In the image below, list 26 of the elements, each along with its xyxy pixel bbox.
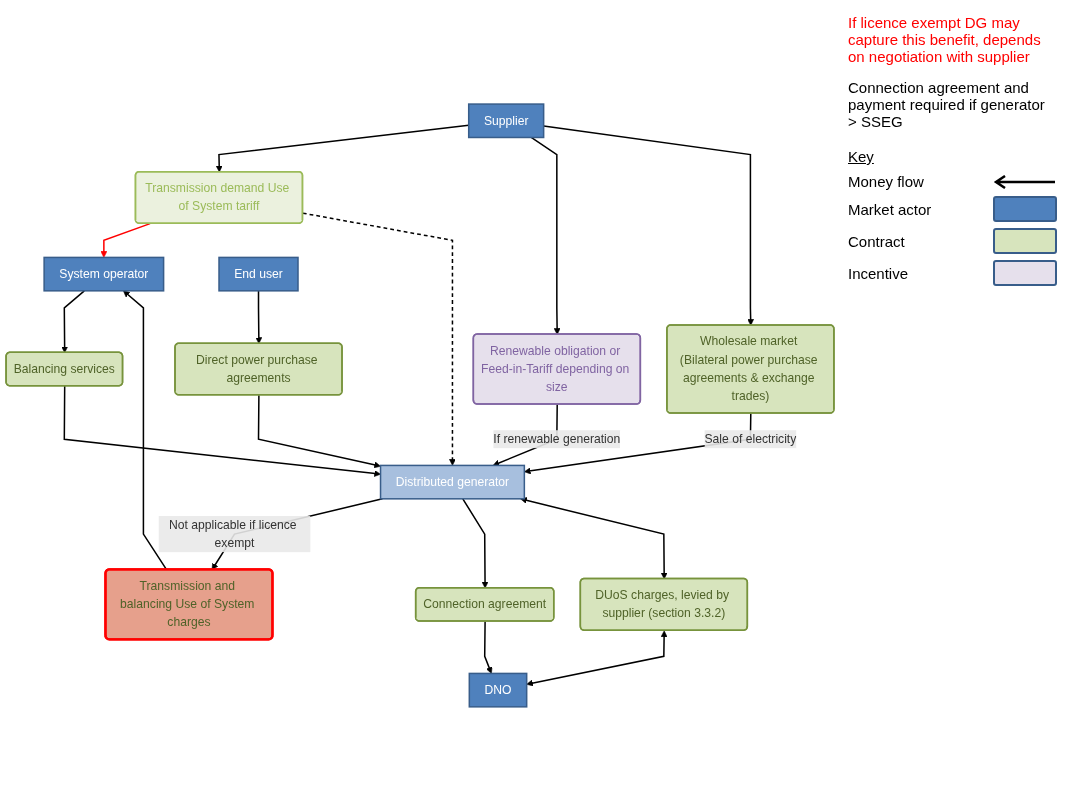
arrow (462, 497, 489, 588)
arrow (520, 496, 668, 579)
node-box: Supplier (467, 102, 545, 138)
legend-label: Market actor (848, 200, 932, 218)
arrow (61, 289, 86, 353)
arrow (100, 222, 151, 258)
arrow (63, 384, 381, 477)
note-text: Connection agreement and payment required if generator > SSEG (848, 79, 1046, 130)
note-text: If licence exempt DG may capture this benefit, depends on negotiation with supplier (848, 14, 1042, 65)
edge-label: Not applicable if licence exempt (169, 517, 297, 549)
legend-label: Contract (848, 232, 905, 250)
arrow (483, 620, 493, 674)
node-box: System operator (43, 256, 165, 292)
arrow (255, 289, 263, 344)
arrow (257, 394, 381, 468)
node-box: Distributed generator (379, 464, 526, 500)
node-box: DNO (468, 672, 528, 708)
edge-label: If renewable generation (493, 431, 621, 445)
key-heading: Key (848, 148, 875, 165)
arrow (526, 630, 668, 686)
arrow (530, 136, 561, 335)
legend-label: Money flow (848, 173, 924, 190)
legend-label: Incentive (848, 264, 909, 282)
arrow (302, 211, 456, 466)
edge-label: Sale of electricity (704, 431, 797, 445)
node-box: End user (218, 256, 299, 292)
